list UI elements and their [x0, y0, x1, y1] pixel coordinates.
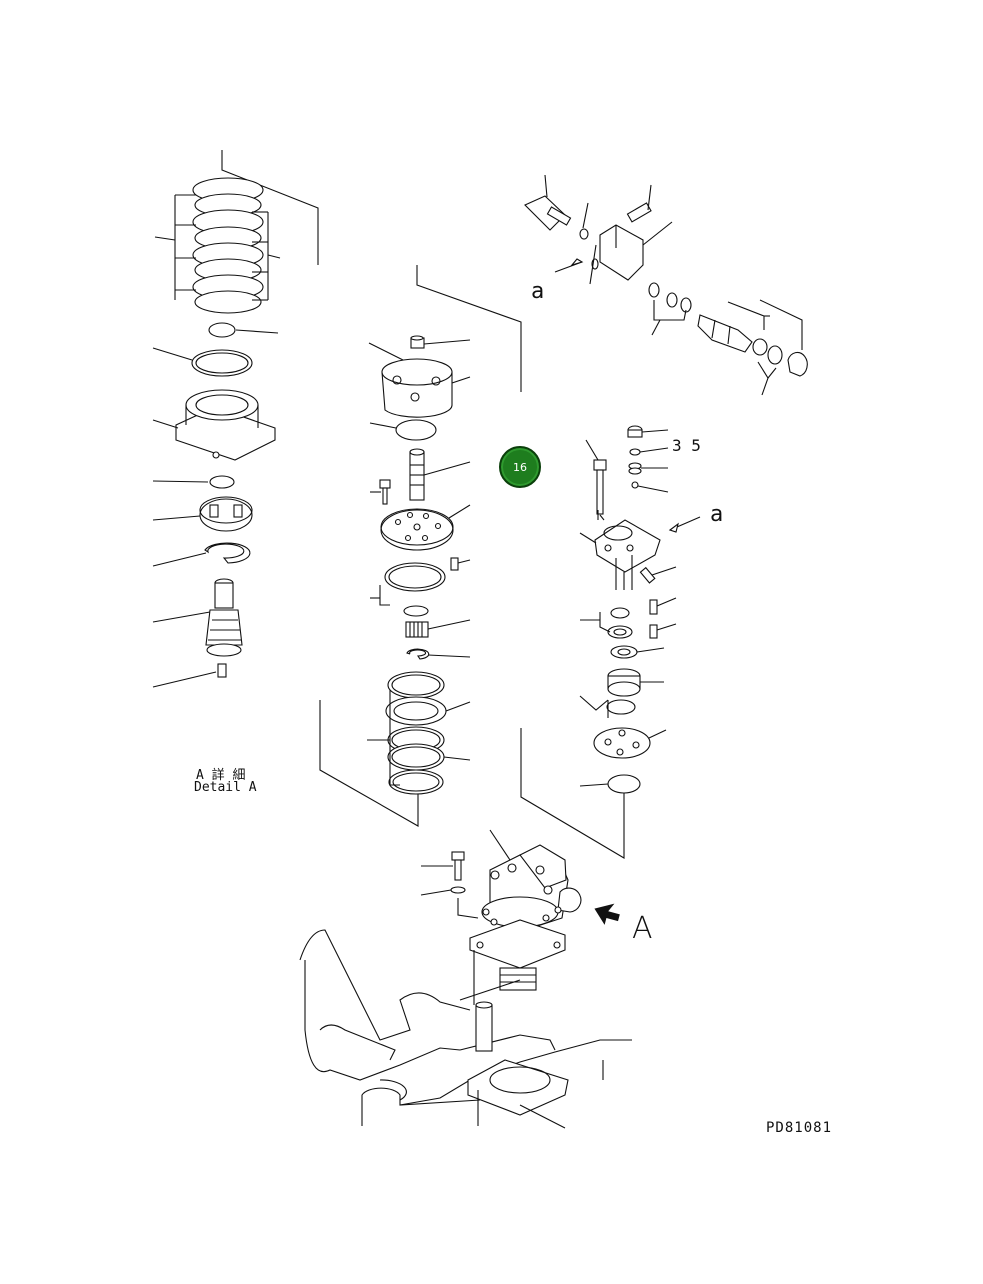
spring-pin-part — [450, 557, 471, 571]
gasket-plate-part — [369, 419, 437, 441]
base-frame-part — [299, 929, 632, 1129]
view-a-arrow — [594, 903, 620, 925]
detail-a-japanese-label: A 詳 細 — [196, 768, 246, 783]
piston-ring-right-part — [610, 645, 665, 659]
needle-bearing-part — [405, 619, 471, 638]
o-ring-right-part — [579, 774, 641, 794]
detail-a-bracket — [221, 150, 419, 827]
view-a-label-upper: a — [531, 279, 545, 304]
callout-16-button[interactable]: 16 — [499, 446, 541, 488]
planet-carrier-part — [152, 496, 253, 532]
valve-cover-part — [368, 342, 471, 418]
view-a-label-right: a — [710, 502, 724, 527]
gasket-right-part — [579, 695, 636, 718]
detail-a-english-label: Detail A — [194, 780, 257, 795]
o-ring-large-part — [152, 347, 253, 377]
drive-shaft-part — [409, 448, 471, 501]
o-ring-small-part — [208, 322, 279, 338]
valve-body-part — [579, 510, 701, 590]
spool-part — [607, 668, 664, 697]
quantity-label-35: 3 5 — [672, 436, 701, 455]
snap-ring-part — [152, 475, 235, 489]
plug-part — [410, 335, 471, 349]
valve-plate-part — [380, 504, 471, 551]
center-column-bracket — [416, 265, 522, 392]
ring-gear-housing-part — [152, 389, 276, 461]
valve-screws-part — [639, 566, 677, 639]
arrow-a-label: A — [632, 911, 653, 946]
relief-valve-assembly — [524, 174, 808, 396]
mounting-bolt-part — [420, 851, 479, 919]
callout-number: 16 — [513, 460, 527, 474]
sun-shaft-part — [152, 578, 243, 657]
long-bolt-part — [585, 439, 607, 515]
seal-ring-part — [370, 562, 446, 617]
retaining-ring-part — [152, 542, 251, 567]
right-column-bracket — [520, 728, 625, 859]
seal-washers-part — [580, 607, 633, 639]
swing-motor-assembly — [469, 829, 582, 991]
drawing-number: PD81081 — [766, 1120, 833, 1136]
snap-ring-center-part — [406, 648, 471, 660]
piston-ring-set-part — [367, 671, 471, 795]
pin-part — [152, 663, 227, 688]
right-small-parts — [627, 425, 669, 493]
gear-stack-part — [154, 177, 281, 314]
cap-screw-part — [370, 479, 391, 505]
cover-plate-right-part — [593, 727, 667, 759]
